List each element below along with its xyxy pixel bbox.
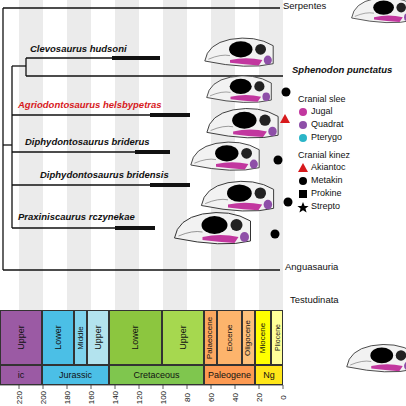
legend-text: Prokine [311,189,342,199]
legend-heading: Cranial kinez [298,150,350,160]
axis-number: 200 [39,390,48,403]
time-label: Jurassic [59,371,92,380]
time-cell: Upper [87,310,109,365]
time-label: Ng [263,371,275,380]
taxon-label: Anguasauria [285,262,338,273]
legend-text: Jugal [311,107,333,117]
time-cell: Miocene [255,310,271,365]
time-cell: Ng [255,365,283,385]
taxon-label: Praxiniscaurus rczynekae [18,212,135,223]
time-cell: Cretaceous [109,365,204,385]
time-label: Palaeocene [207,316,215,358]
axis-number: 140 [111,390,120,403]
axis-number: 60 [206,393,215,402]
taxon-label: Clevosaurus hudsoni [30,44,127,55]
time-label: Oligocene [245,319,253,355]
time-bands [19,0,283,310]
axis-number: 20 [254,393,263,402]
legend-swatch [299,108,307,116]
time-label: Lower [131,325,140,350]
time-cell: Jurassic [42,365,109,385]
skulls [175,0,406,372]
legend-swatch [299,134,307,142]
time-label: Cretaceous [133,371,179,380]
time-cell: Upper [162,310,204,365]
axis-number: 100 [159,390,168,403]
kinesis-marks [271,88,293,239]
time-cell: Pliocene [271,310,283,365]
legend-text: Pterygo [311,133,342,143]
time-cell: Middle [74,310,87,365]
taxon-label: Agriodontosaurus helsbypetras [18,100,162,111]
time-label: Pliocene [274,324,281,351]
time-cell: ic [0,365,42,385]
tree-lines [3,8,283,270]
axis-number: 40 [230,393,239,402]
time-cell: Oligocene [242,310,255,365]
axis-number: 0 [279,395,288,399]
time-label: ic [18,371,25,380]
time-label: Paleogene [208,371,251,380]
axis-number: 80 [182,393,191,402]
time-cell: Lower [42,310,74,365]
time-cell: Lower [109,310,162,365]
time-cell: Paleogene [204,365,255,385]
time-cell: Eocene [217,310,242,365]
axis-number: 160 [87,390,96,403]
time-label: Middle [77,326,85,350]
taxon-label: Diphydontosaurus bridensis [40,170,169,181]
time-label: Upper [16,325,25,350]
legend-text: Metakin [311,176,343,186]
time-cell: Upper [0,310,42,365]
taxon-label: Diphydontosaurus briderus [25,137,150,148]
legend-text: Akiantoc [311,163,346,173]
taxon-label: Testudinata [290,295,339,306]
taxon-label: Serpentes [283,1,326,12]
taxon-label: Sphenodon punctatus [292,65,392,76]
time-label: Lower [53,325,62,350]
axis-number: 220 [15,390,24,403]
time-cell: Palaeocene [204,310,217,365]
legend-symbols [297,163,308,213]
axis-ticks [0,385,283,389]
time-label: Eocene [226,324,234,351]
time-label: Upper [94,325,103,350]
legend-text: Strepto [311,202,340,212]
axis-number: 180 [63,390,72,403]
axis-number: 120 [135,390,144,403]
legend-heading: Cranial slee [298,94,346,104]
legend-swatch [299,121,307,129]
time-label: Miocene [259,322,267,352]
time-label: Upper [178,325,187,350]
legend-text: Quadrat [311,120,344,130]
